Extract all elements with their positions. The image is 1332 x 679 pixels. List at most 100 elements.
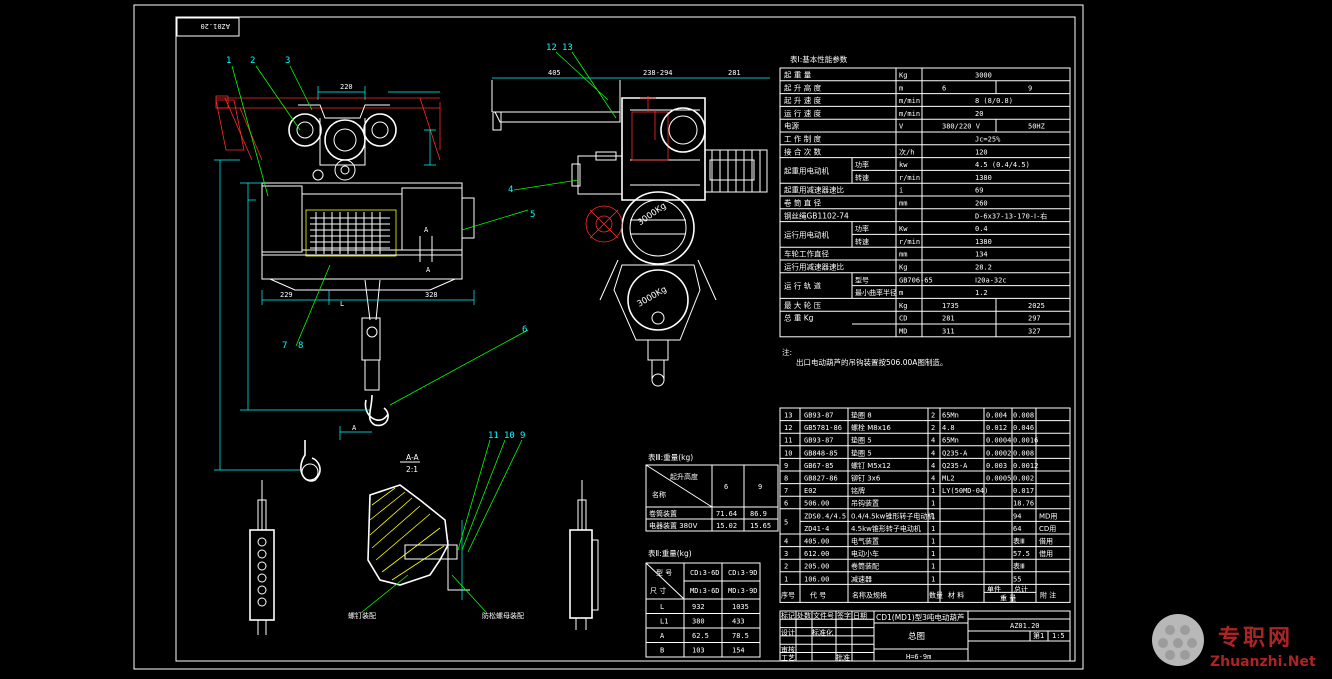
- table3-name: 卷筒装置: [649, 509, 677, 518]
- title-small: 设计: [781, 628, 795, 637]
- table2-value: 103: [692, 647, 705, 655]
- section-view: A-A 2:1 11 10 9 螺钉装配 防松螺母装配: [348, 431, 525, 620]
- table1-value: 0.4: [975, 225, 988, 233]
- title-small: 工艺: [781, 654, 795, 662]
- bom-name: 4.5kw锥形转子电动机: [851, 524, 921, 533]
- table1-name: 运行用电动机: [784, 230, 829, 240]
- bom-no: 3: [784, 550, 788, 558]
- title-small: 文件号: [813, 611, 834, 620]
- table1-name: 起 升 速 度: [784, 95, 822, 105]
- table2-value: 433: [732, 618, 745, 626]
- title-product: CD1(MD1)型3吨电动葫芦: [876, 612, 965, 622]
- title-small: 签字: [837, 611, 851, 620]
- bom-qty: 1: [931, 487, 935, 495]
- table1-value: 8 (8/0.8): [975, 97, 1013, 105]
- pendant-right: [569, 480, 599, 630]
- bom-no: 2: [784, 563, 788, 571]
- bom-material: Q235-A: [942, 449, 968, 457]
- table2-name: L1: [660, 618, 668, 626]
- part-label-12: 12: [546, 43, 557, 53]
- bom-qty: 1: [931, 512, 935, 520]
- table1-value: 1735: [942, 302, 959, 310]
- part-label-11: 11: [488, 431, 499, 441]
- table1-value: 380/220 V: [942, 123, 981, 131]
- note-text: 出口电动葫芦的吊钩装置按506.00A图制造。: [796, 357, 947, 367]
- table1-unit: m/min: [899, 110, 920, 118]
- bom-code: GB5781-86: [804, 424, 842, 432]
- table1-unit: GB706-65: [899, 276, 933, 284]
- table1-unit: CD: [899, 315, 907, 323]
- table1-unit: i: [899, 187, 903, 195]
- table2-value: 380: [692, 618, 705, 626]
- part-label-7: 7: [282, 341, 287, 351]
- table1-sub: 转速: [855, 173, 869, 182]
- table1-unit: m/min: [899, 97, 920, 105]
- table1-value: 260: [975, 200, 988, 208]
- table1-title: 表Ⅰ:基本性能参数: [790, 54, 848, 64]
- bom-code: GB93-87: [804, 437, 834, 445]
- bom-note: MD用: [1039, 512, 1057, 520]
- table1-value: 297: [1028, 315, 1041, 323]
- inner-border: [175, 16, 1076, 662]
- table1-value: 28.2: [975, 264, 992, 272]
- front-view: A A 220 229 328 L A: [214, 56, 535, 482]
- note-title: 注:: [782, 347, 792, 357]
- watermark-cn: 专职网: [1218, 625, 1293, 651]
- part-label-3: 3: [285, 56, 290, 66]
- view-mark-a2: A: [426, 266, 431, 274]
- table1-name: 最 大 轮 压: [784, 300, 822, 310]
- table3-value: 86.9: [750, 510, 767, 518]
- table1-sub: 功率: [855, 160, 869, 169]
- bom-name: 吊钩装置: [851, 499, 879, 508]
- bom-note: CD用: [1039, 525, 1056, 533]
- bom-no: 7: [784, 487, 788, 495]
- table2-header2: MD₁3-6D: [690, 587, 720, 595]
- table1-name: 工 作 制 度: [784, 134, 822, 144]
- bom-name: 电动小车: [851, 549, 879, 558]
- part-label-8: 8: [298, 341, 303, 351]
- part-label-13: 13: [562, 43, 573, 53]
- table2-header2: MD₁3-9D: [728, 587, 758, 595]
- bom-weight-total: 0.008: [1013, 412, 1034, 420]
- bom-material: 65Mn: [942, 437, 959, 445]
- table1-value: 3000: [975, 72, 992, 80]
- part-label-2: 2: [250, 56, 255, 66]
- table1-name: 运 行 轨 道: [784, 281, 822, 291]
- table3-header-top: 起升高度: [670, 472, 698, 481]
- bom-no: 10: [784, 449, 792, 457]
- bom-qty: 1: [931, 500, 935, 508]
- part-label-5: 5: [530, 210, 535, 220]
- bom-material: Q235-A: [942, 462, 968, 470]
- bom-no: 13: [784, 412, 792, 420]
- bom-name: 卷筒装配: [851, 562, 879, 571]
- top-left-code: AZ01.20: [200, 22, 230, 30]
- bom-code: ZD41-4: [804, 525, 829, 533]
- bom-qty: 4: [931, 449, 935, 457]
- table2-header2: 尺 寸: [650, 586, 666, 595]
- bom-no: 8: [784, 475, 788, 483]
- table1-value: 50HZ: [1028, 123, 1045, 131]
- bom-qty: 1: [931, 563, 935, 571]
- part-label-4: 4: [508, 185, 513, 195]
- table1-sub: 转速: [855, 237, 869, 246]
- bom-qty: 1: [931, 538, 935, 546]
- bom-header: 代 号: [810, 590, 826, 599]
- table2-header: CD₁3-9D: [728, 569, 758, 577]
- bom-weight-total: 0.017: [1013, 487, 1034, 495]
- table1-sub: 型号: [855, 275, 869, 284]
- part-label-6: 6: [522, 325, 527, 335]
- bom-qty: 4: [931, 437, 935, 445]
- table1-name: 车轮工作直径: [784, 249, 829, 259]
- table3-name: 电器装置 380V: [649, 521, 698, 530]
- bom-weight-total: 64: [1013, 525, 1021, 533]
- bom-header: 单件: [987, 584, 1001, 593]
- bom-qty: 1: [931, 575, 935, 583]
- bom-no: 11: [784, 437, 792, 445]
- bom-no: 1: [784, 575, 788, 583]
- section-label-right: 防松螺母装配: [482, 611, 524, 620]
- table1-value: 1.2: [975, 289, 988, 297]
